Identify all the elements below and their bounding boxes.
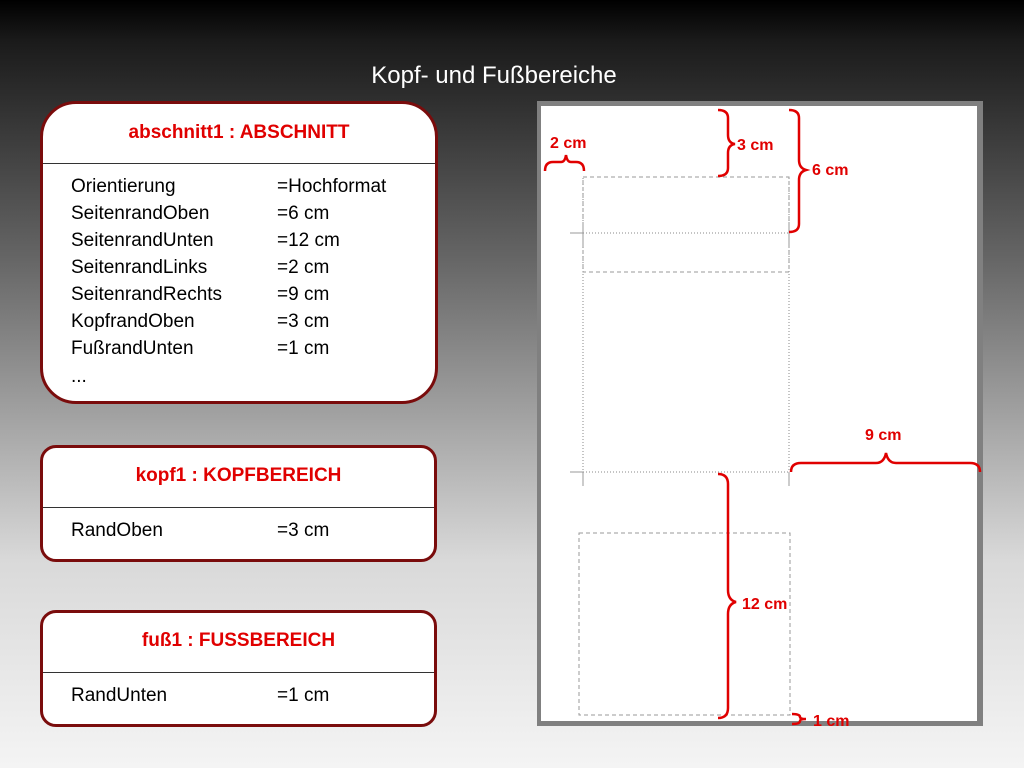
- bottom-margin-brace: [717, 472, 737, 720]
- top-margin-label: 6 cm: [812, 162, 848, 179]
- attribute-name: SeitenrandUnten: [71, 230, 214, 251]
- kopfbereich-header: kopf1 : KOPFBEREICH: [135, 465, 342, 486]
- bottom-margin-label: 12 cm: [742, 596, 787, 613]
- attribute-value: =2 cm: [277, 257, 330, 278]
- attribute-name: RandOben: [71, 520, 163, 541]
- corner-ticks: [570, 222, 790, 486]
- top-margin-brace: [788, 108, 811, 234]
- footer-area: [578, 532, 791, 716]
- header-margin-brace: [717, 108, 736, 178]
- kopfbereich-divider: [43, 507, 434, 508]
- attribute-name: SeitenrandLinks: [71, 257, 208, 278]
- attribute-value: =6 cm: [277, 203, 330, 224]
- fussbereich-header: fuß1 : FUSSBEREICH: [141, 630, 336, 651]
- header-area: [582, 176, 790, 273]
- fussbereich-object-box: fuß1 : FUSSBEREICH RandUnten =1 cm: [40, 610, 437, 727]
- footer-margin-brace: [791, 712, 807, 726]
- fussbereich-divider: [43, 672, 434, 673]
- page-paper: [541, 106, 977, 721]
- header-margin-label: 3 cm: [737, 137, 773, 154]
- attribute-value: =3 cm: [277, 520, 330, 541]
- left-margin-brace: [543, 154, 586, 172]
- attribute-name: SeitenrandOben: [71, 203, 210, 224]
- abschnitt-divider: [43, 163, 435, 164]
- ellipsis-text: ...: [71, 366, 87, 387]
- attribute-name: FußrandUnten: [71, 338, 194, 359]
- kopfbereich-object-box: kopf1 : KOPFBEREICH RandOben =3 cm: [40, 445, 437, 562]
- attribute-name: SeitenrandRechts: [71, 284, 223, 305]
- attribute-value: =12 cm: [277, 230, 340, 251]
- attribute-name: RandUnten: [71, 685, 168, 706]
- slide-title: Kopf- und Fußbereiche: [371, 62, 617, 89]
- abschnitt-object-box: abschnitt1 : ABSCHNITT Orientierung =Hoc…: [40, 101, 438, 404]
- right-margin-brace: [789, 452, 982, 473]
- right-margin-label: 9 cm: [865, 427, 901, 444]
- attribute-value: =9 cm: [277, 284, 330, 305]
- attribute-value: =1 cm: [277, 685, 330, 706]
- attribute-value: =Hochformat: [277, 176, 387, 197]
- footer-margin-label: 1 cm: [813, 713, 849, 730]
- abschnitt-header: abschnitt1 : ABSCHNITT: [128, 122, 350, 143]
- attribute-value: =3 cm: [277, 311, 330, 332]
- attribute-value: =1 cm: [277, 338, 330, 359]
- margin-guides: [582, 178, 790, 473]
- attribute-name: KopfrandOben: [71, 311, 195, 332]
- left-margin-label: 2 cm: [550, 135, 586, 152]
- attribute-name: Orientierung: [71, 176, 176, 197]
